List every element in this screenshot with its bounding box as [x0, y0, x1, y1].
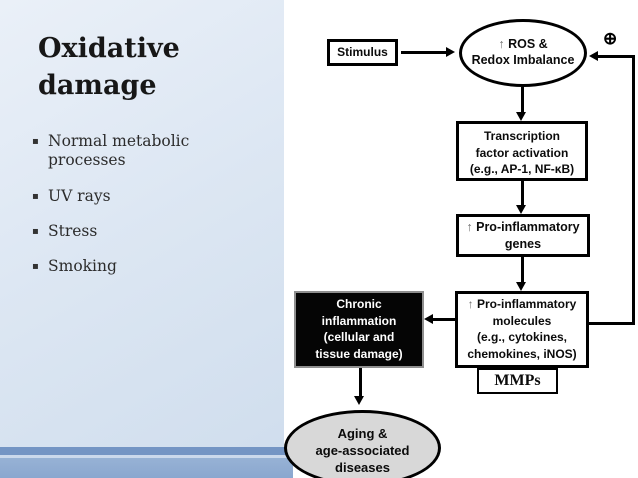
- slide-title: Oxidative damage: [38, 33, 180, 101]
- aging-line3: diseases: [335, 460, 390, 475]
- ros-line1: ROS &: [508, 37, 548, 51]
- arrow-genes-to-molecules-line: [521, 257, 524, 283]
- bullet-list: ▪ Normal metabolic processes ▪ UV rays ▪…: [32, 132, 267, 292]
- proinflammatory-genes-node: ↑ Pro-inflammatory genes: [456, 214, 590, 257]
- arrowhead-down-icon: [354, 396, 364, 405]
- arrowhead-right-icon: [446, 47, 455, 57]
- circled-plus-icon: ⊕: [603, 29, 618, 48]
- bottom-accent-stripe-dark: [0, 447, 293, 455]
- genes-line1: Pro-inflammatory: [476, 220, 580, 234]
- arrow-stimulus-to-ros-line: [401, 51, 446, 54]
- bullet-square-icon: ▪: [32, 136, 39, 147]
- transcription-line1: Transcription: [483, 129, 560, 143]
- bullet-square-icon: ▪: [32, 261, 39, 272]
- arrow-ros-to-transcription-line: [521, 87, 524, 113]
- chronic-line2: inflammation: [321, 313, 397, 328]
- molecules-line1: Pro-inflammatory: [476, 297, 577, 311]
- list-item: ▪ Stress: [32, 222, 267, 241]
- aging-line2: age-associated: [315, 443, 410, 458]
- bottom-accent-stripe-light: [0, 455, 293, 458]
- left-text-panel: Oxidative damage ▪ Normal metabolic proc…: [0, 0, 284, 478]
- genes-line2: genes: [504, 237, 542, 251]
- arrow-molecules-to-chronic-line: [433, 318, 455, 321]
- mmps-node: MMPs: [477, 368, 558, 394]
- bullet-text: UV rays: [48, 187, 111, 205]
- feedback-loop-top-line: [598, 55, 635, 58]
- bullet-text: Normal metabolic processes: [48, 132, 190, 169]
- transcription-factor-node: Transcription factor activation (e.g., A…: [456, 121, 588, 181]
- bullet-text: Smoking: [48, 257, 117, 275]
- transcription-line2: factor activation: [475, 145, 569, 160]
- feedback-loop-bottom-line: [588, 322, 635, 325]
- aging-diseases-node: Aging & age-associated diseases: [284, 410, 441, 478]
- feedback-loop-vertical-line: [632, 55, 635, 325]
- mmps-label: MMPs: [494, 372, 541, 389]
- chronic-inflammation-node: Chronic inflammation (cellular and tissu…: [294, 291, 424, 368]
- molecules-line2: molecules: [492, 313, 552, 328]
- arrowhead-down-icon: [516, 112, 526, 121]
- stimulus-label: Stimulus: [337, 45, 388, 59]
- ros-redox-node: ↑ ROS & Redox Imbalance: [459, 19, 587, 87]
- bullet-text: Stress: [48, 222, 98, 240]
- proinflammatory-molecules-node: ↑ Pro-inflammatory molecules (e.g., cyto…: [455, 291, 589, 368]
- molecules-line3: (e.g., cytokines,: [476, 330, 568, 344]
- list-item: ▪ UV rays: [32, 187, 267, 206]
- transcription-line3: (e.g., AP-1, NF-κB): [469, 162, 575, 176]
- list-item: ▪ Normal metabolic processes: [32, 132, 267, 170]
- aging-line1: Aging &: [337, 426, 388, 441]
- arrow-chronic-to-aging-line: [359, 368, 362, 397]
- arrowhead-down-icon: [516, 282, 526, 291]
- chronic-line3: (cellular and: [323, 330, 395, 344]
- ros-line2: Redox Imbalance: [471, 53, 575, 67]
- arrow-transcription-to-genes-line: [521, 181, 524, 206]
- stimulus-node: Stimulus: [327, 39, 398, 66]
- arrowhead-down-icon: [516, 205, 526, 214]
- chronic-line1: Chronic: [336, 297, 382, 311]
- up-arrow-icon: ↑: [498, 37, 505, 51]
- chronic-line4: tissue damage): [315, 346, 403, 361]
- arrowhead-left-icon: [589, 51, 598, 61]
- bottom-accent-band: [0, 458, 293, 478]
- bullet-square-icon: ▪: [32, 191, 39, 202]
- up-arrow-icon: ↑: [467, 297, 474, 311]
- molecules-line4: chemokines, iNOS): [467, 346, 577, 361]
- arrowhead-left-icon: [424, 314, 433, 324]
- up-arrow-icon: ↑: [466, 220, 473, 234]
- bullet-square-icon: ▪: [32, 226, 39, 237]
- list-item: ▪ Smoking: [32, 257, 267, 276]
